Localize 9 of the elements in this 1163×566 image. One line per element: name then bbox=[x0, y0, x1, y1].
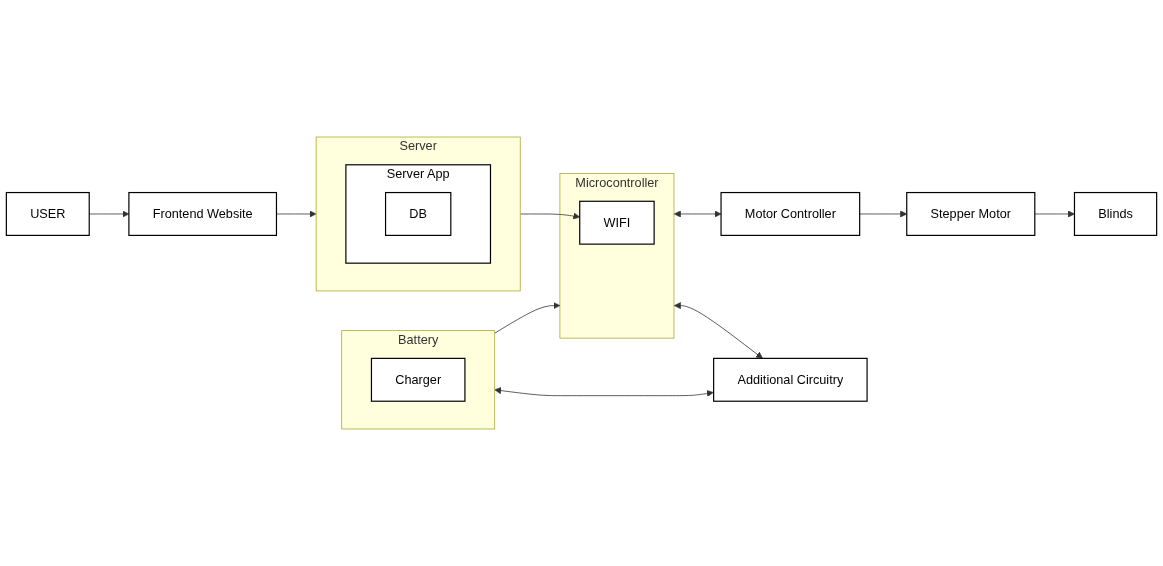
node-box: Blinds bbox=[1073, 191, 1158, 236]
node-box: Charger bbox=[370, 357, 466, 402]
node-box: Motor Controller bbox=[720, 191, 861, 236]
node-box: WIFI bbox=[579, 200, 655, 245]
node-box: Additional Circuitry bbox=[713, 357, 868, 402]
node-box: Frontend Website bbox=[128, 191, 278, 236]
node-box: DB bbox=[384, 191, 452, 236]
node-box: Stepper Motor bbox=[906, 191, 1036, 236]
node-box: USER bbox=[5, 191, 90, 236]
